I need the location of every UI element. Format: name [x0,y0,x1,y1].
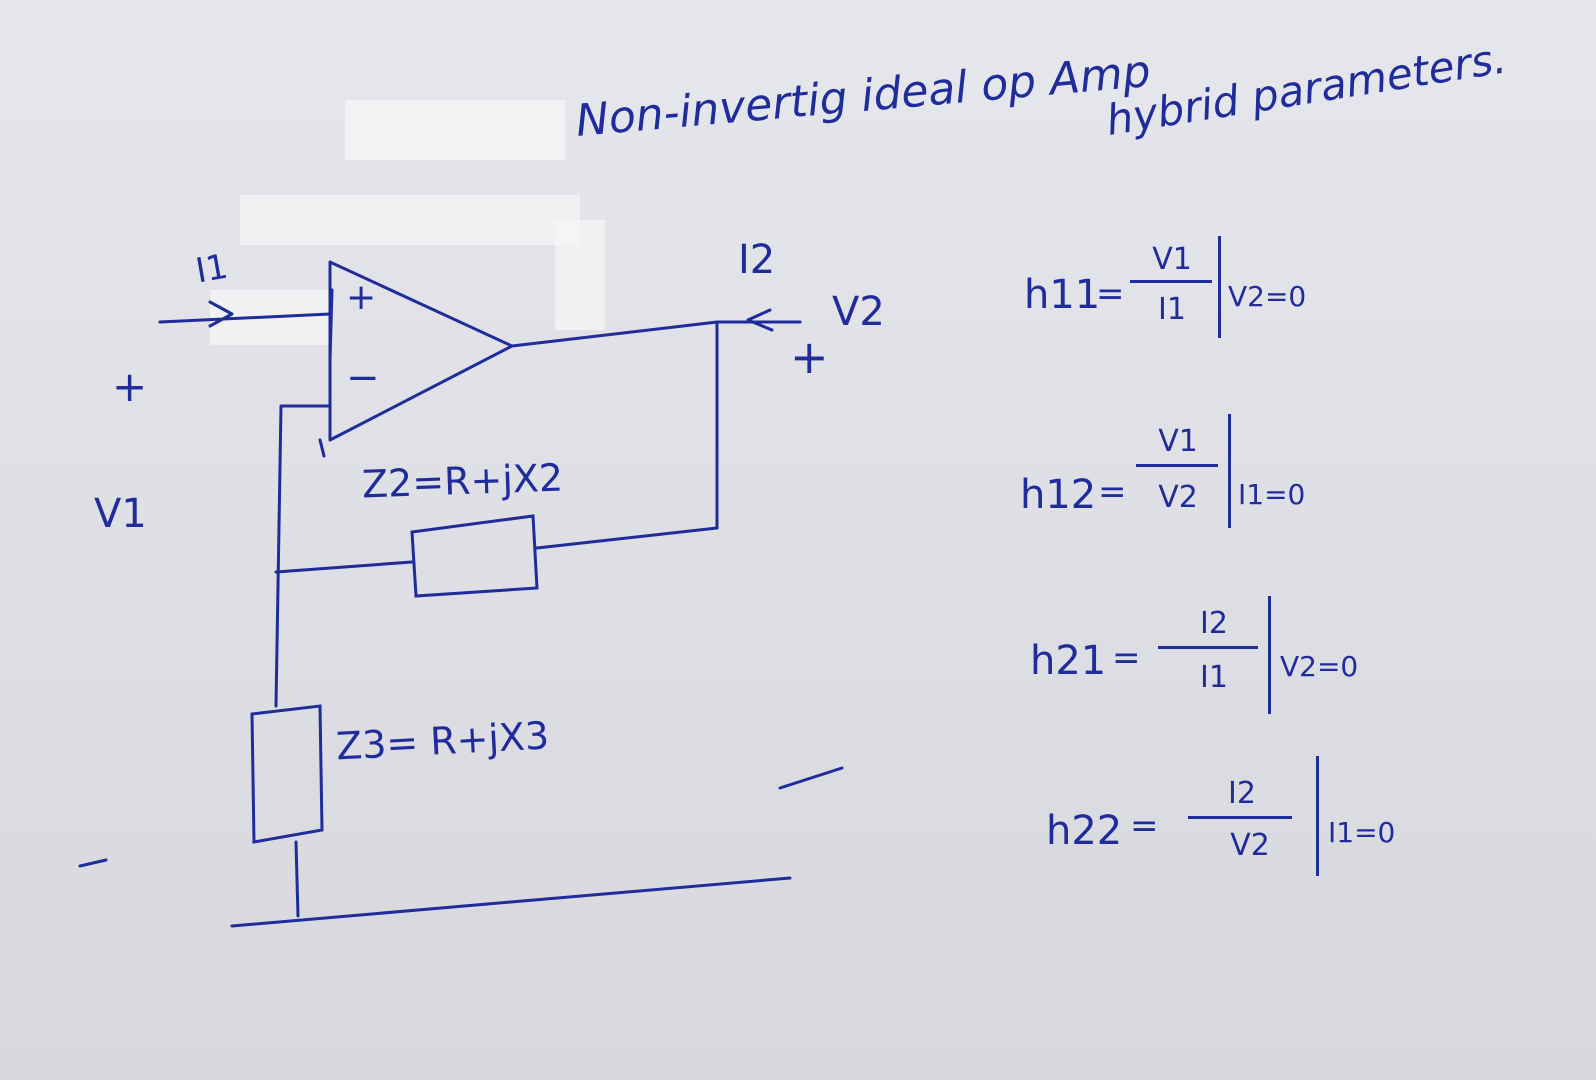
z3-to-ground-wire [294,840,300,918]
input-wire [158,312,332,324]
equation-denominator: I1 [1200,660,1228,695]
equation-numerator: V1 [1152,242,1192,277]
equation-denominator: I1 [1158,292,1186,327]
opamp-plus-terminal: + [346,277,377,318]
equation-h11: h11 = V1 I1 V2=0 [1024,230,1364,350]
equation-h21: h21 = I2 I1 V2=0 [1030,596,1390,726]
equation-lhs: h21 [1030,638,1107,684]
evaluation-bar [1218,236,1221,338]
fraction-bar [1188,816,1292,819]
equation-denominator: V2 [1158,480,1198,515]
equation-h22: h22 = I2 V2 I1=0 [1046,756,1426,886]
equation-h12: h12 = V1 V2 I1=0 [1020,410,1370,540]
equation-denominator: V2 [1230,828,1270,863]
v2-plus-sign: + [790,330,829,384]
equals-sign: = [1112,638,1141,678]
z3-label: Z3= R+jX3 [334,713,551,769]
fraction-bar [1136,464,1218,467]
current-in-label: I1 [192,246,231,292]
equation-condition: I1=0 [1328,816,1396,849]
opamp-input-tick [328,288,334,362]
equation-condition: I1=0 [1238,478,1306,511]
equation-lhs: h12 [1020,472,1097,518]
equation-numerator: V1 [1158,424,1198,459]
fraction-bar [1130,280,1212,283]
ground-line [230,876,792,928]
evaluation-bar [1268,596,1271,714]
equation-condition: V2=0 [1280,650,1359,683]
current-arrow-i1 [208,300,234,328]
equals-sign: = [1098,472,1127,512]
v2-minus-dash [778,766,844,790]
z2-label: Z2=R+jX2 [361,455,564,507]
fraction-bar [1158,646,1258,649]
equation-numerator: I2 [1228,776,1256,811]
v2-label: V2 [832,289,885,335]
node-vertical-wire [274,404,283,708]
equals-sign: = [1130,806,1159,846]
output-wire [510,320,719,348]
equation-lhs: h22 [1046,808,1123,854]
equation-lhs: h11 [1024,272,1101,318]
tape-strip [345,100,565,160]
z3-impedance [250,704,324,844]
equation-condition: V2=0 [1228,280,1307,313]
v1-label: V1 [94,491,147,537]
tape-strip [555,220,605,330]
current-arrow-i2 [746,308,774,332]
feedback-wire-left [274,560,414,574]
equals-sign: = [1096,274,1125,314]
evaluation-bar [1316,756,1319,876]
tape-strip [240,195,580,245]
v1-minus-dash [78,858,108,868]
evaluation-bar [1228,414,1231,528]
opamp-input-tick-2 [318,438,326,458]
equation-numerator: I2 [1200,606,1228,641]
current-out-label: I2 [738,237,776,283]
opamp-minus-terminal: − [346,355,380,401]
feedback-wire-to-z2 [535,526,719,550]
v1-plus-sign: + [112,362,148,411]
z2-impedance [410,514,539,598]
